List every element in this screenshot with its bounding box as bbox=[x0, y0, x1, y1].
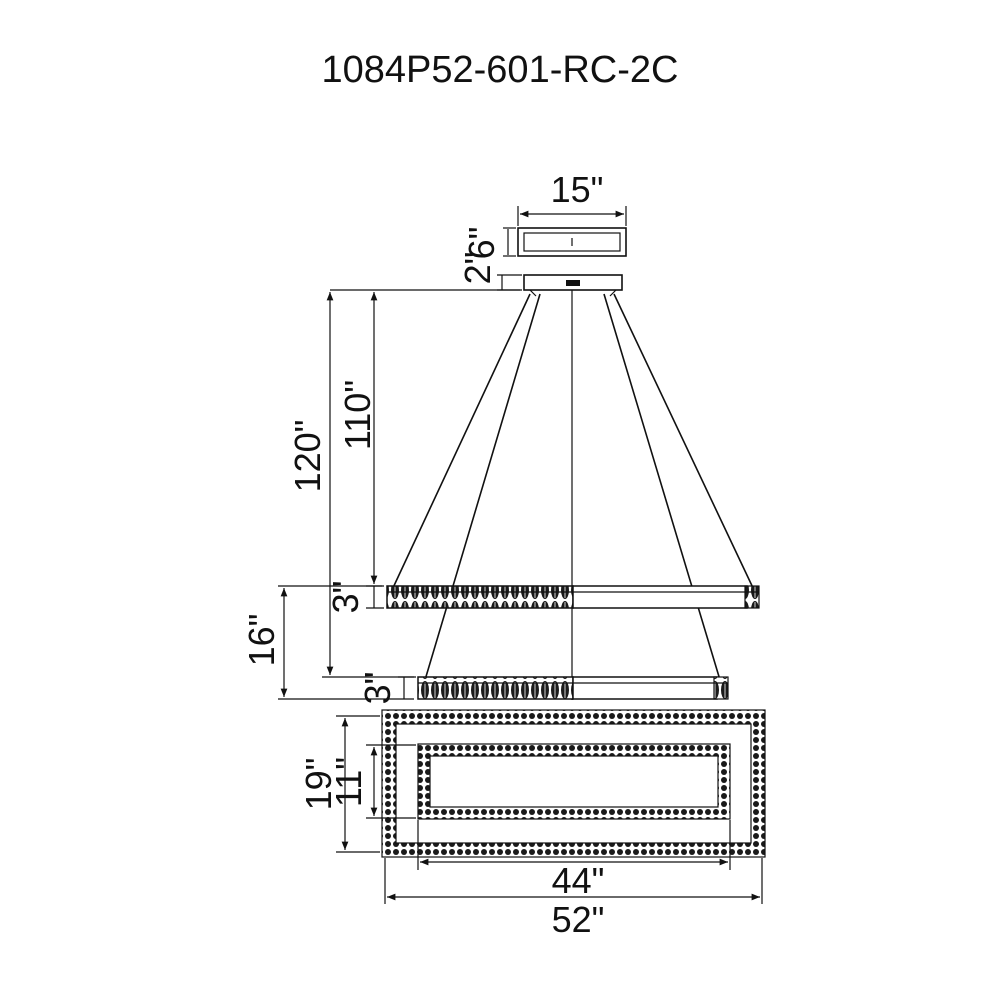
inner-width-label: 44" bbox=[552, 860, 605, 901]
canopy-width-label: 15" bbox=[551, 169, 604, 210]
outer-width-label: 52" bbox=[552, 899, 605, 940]
max-height-label: 120" bbox=[287, 420, 328, 493]
min-height-label: 110" bbox=[337, 380, 378, 450]
outer-depth-label: 19" bbox=[298, 758, 339, 811]
lower-ring-side bbox=[417, 676, 729, 700]
plan-view: 19" 11" 44" 52" bbox=[298, 709, 766, 940]
lower-ring-height-label: 3" bbox=[357, 672, 398, 705]
model-number: 1084P52-601-RC-2C bbox=[322, 49, 679, 91]
ring-spacing-label: 16" bbox=[241, 614, 282, 667]
suspension-cables bbox=[391, 293, 755, 681]
height-dimensions: 120" 110" 3" 16" 3" bbox=[241, 289, 520, 705]
canopy-height-label: 2" bbox=[457, 252, 498, 285]
canopy-top-view: 15" 6" bbox=[461, 169, 627, 260]
canopy-side-view: 2" bbox=[457, 252, 623, 297]
canopy-depth-label: 6" bbox=[461, 227, 502, 260]
inner-depth-label: 11" bbox=[328, 757, 369, 807]
upper-ring-side bbox=[386, 585, 760, 609]
